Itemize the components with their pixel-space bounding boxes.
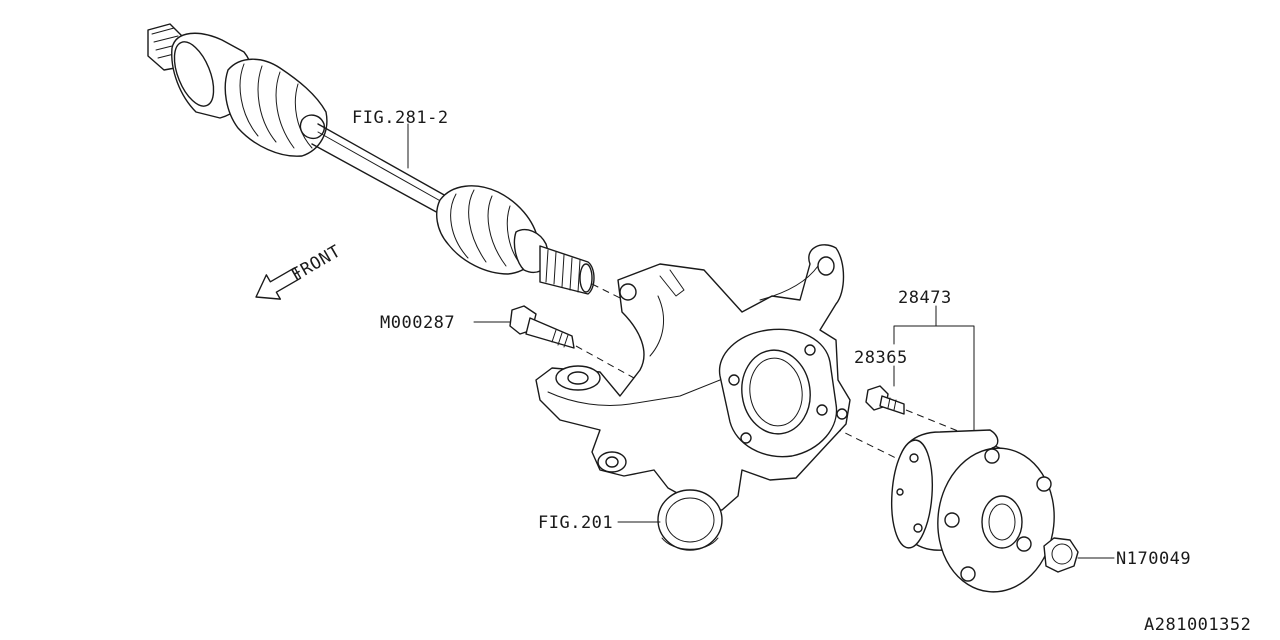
hub-bolt-label: 28365 xyxy=(854,348,908,368)
drive-shaft-label: FIG.281-2 xyxy=(352,108,449,128)
bolt-label: M000287 xyxy=(380,313,455,333)
steering-knuckle xyxy=(535,244,851,551)
drawing-number: A281001352 xyxy=(1144,615,1251,635)
hub-bolt xyxy=(865,385,905,415)
knuckle-bolt xyxy=(509,305,575,349)
front-arrow-icon: FRONT xyxy=(255,241,344,300)
front-label: FRONT xyxy=(288,241,344,285)
hub-bearing-assembly xyxy=(890,429,1055,593)
nut-label: N170049 xyxy=(1116,549,1191,569)
knuckle-label: FIG.201 xyxy=(538,513,613,533)
hub-assembly-label: 28473 xyxy=(898,288,952,308)
drive-shaft-assembly xyxy=(147,23,595,295)
axle-nut xyxy=(1043,537,1079,573)
hub-assembly-bracket xyxy=(893,305,975,431)
